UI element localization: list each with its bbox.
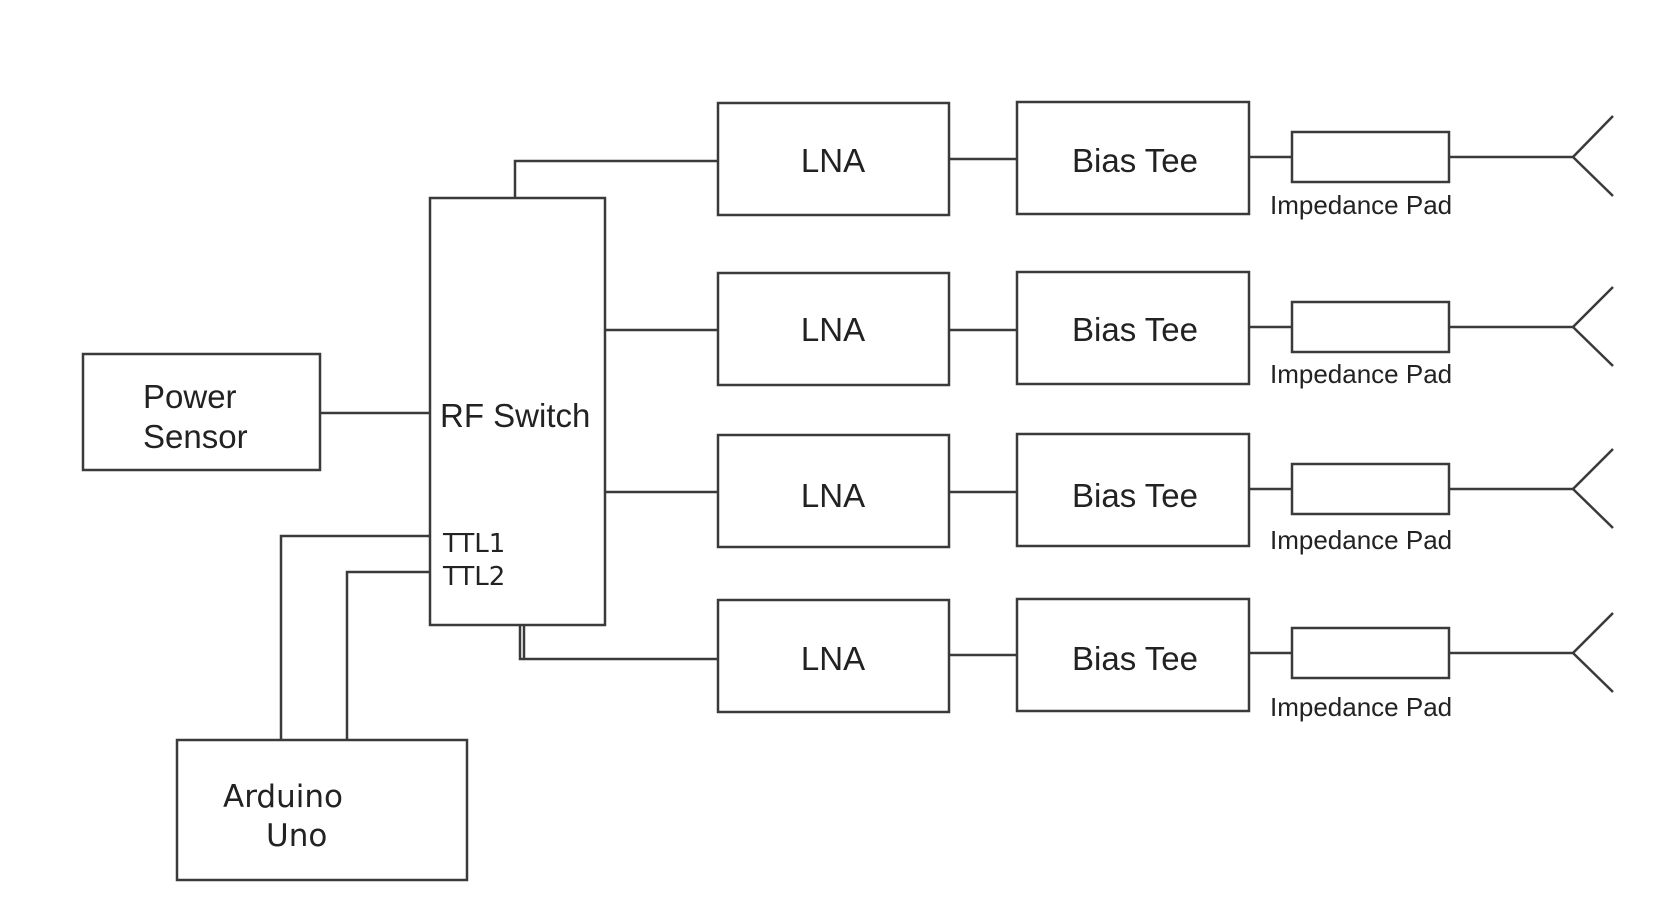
lna-label: LNA — [801, 640, 865, 677]
rf-switch-block: RF Switch TTL1 TTL2 — [428, 196, 607, 627]
impedance-pad-label: Impedance Pad — [1270, 525, 1452, 555]
lna-label: LNA — [801, 477, 865, 514]
bias-tee-label: Bias Tee — [1072, 640, 1198, 677]
impedance-pad-label: Impedance Pad — [1270, 692, 1452, 722]
signal-chain-1: LNA Bias Tee Impedance Pad — [716, 100, 1614, 220]
wire-ttl2 — [345, 570, 430, 740]
impedance-pad-label: Impedance Pad — [1270, 359, 1452, 389]
lna-label: LNA — [801, 142, 865, 179]
antenna-icon — [1571, 286, 1614, 367]
arduino-label-line2: Uno — [266, 818, 327, 854]
power-sensor-label-line2: Sensor — [143, 418, 248, 455]
arduino-label-line1: Arduino — [223, 779, 343, 815]
bias-tee-label: Bias Tee — [1072, 142, 1198, 179]
lna-label: LNA — [801, 311, 865, 348]
ttl1-label: TTL1 — [442, 529, 505, 559]
antenna-icon — [1571, 612, 1614, 693]
impedance-pad-label: Impedance Pad — [1270, 190, 1452, 220]
power-sensor-block: Power Sensor — [81, 352, 322, 472]
power-sensor-label-line1: Power — [143, 378, 237, 415]
rf-switch-label: RF Switch — [440, 397, 590, 434]
antenna-icon — [1571, 115, 1614, 197]
bias-tee-label: Bias Tee — [1072, 477, 1198, 514]
bias-tee-label: Bias Tee — [1072, 311, 1198, 348]
wire-switch-to-lna-4 — [518, 625, 718, 661]
wire-ttl1 — [279, 534, 430, 740]
wire-switch-to-lna-1 — [513, 159, 718, 198]
signal-chain-4: LNA Bias Tee Impedance Pad — [716, 597, 1614, 722]
antenna-icon — [1571, 448, 1614, 529]
signal-chain-3: LNA Bias Tee Impedance Pad — [716, 432, 1614, 555]
ttl2-label: TTL2 — [442, 562, 505, 592]
arduino-uno-block: Arduino Uno — [175, 738, 469, 882]
signal-chain-2: LNA Bias Tee Impedance Pad — [716, 270, 1614, 389]
